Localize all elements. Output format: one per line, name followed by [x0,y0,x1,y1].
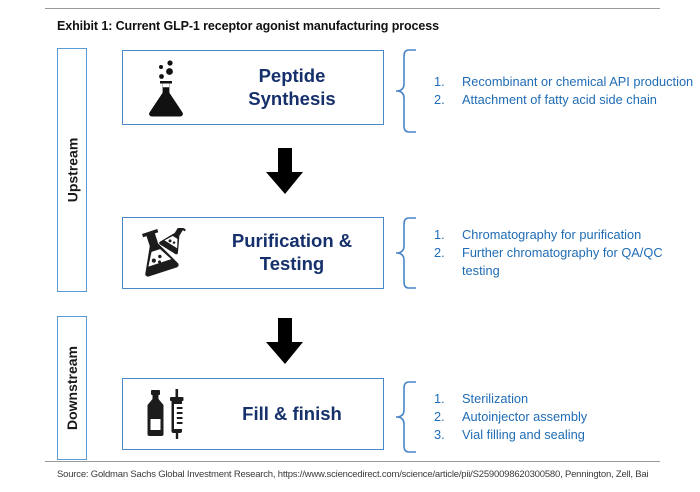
process-label-peptide-synthesis: Peptide Synthesis [209,65,383,110]
bullet-group-purification-testing: Chromatography for purification Further … [396,216,694,290]
list-item: Autoinjector assembly [434,408,588,425]
vial-syringe-icon [123,389,209,439]
process-label-fill-finish: Fill & finish [209,403,383,426]
curly-brace-icon [396,380,418,454]
bullet-group-peptide-synthesis: Recombinant or chemical API production A… [396,48,693,134]
list-item: Sterilization [434,390,529,407]
flask-bubbles-icon [123,59,209,117]
list-item: Recombinant or chemical API production [434,73,694,90]
stage-label-downstream: Downstream [57,316,87,460]
list-item: Vial filling and sealing [434,426,585,443]
process-label-line: Peptide [258,64,326,86]
stage-label-upstream-text: Upstream [64,137,80,203]
bullet-group-fill-finish: Sterilization Autoinjector assembly Vial… [396,380,587,454]
list-item: Further chromatography for QA/QC testing [434,244,663,278]
list-item: Attachment of fatty acid side chain [434,91,657,108]
process-box-peptide-synthesis[interactable]: Peptide Synthesis [122,50,384,125]
list-item: Chromatography for purification [434,226,642,243]
stage-label-downstream-text: Downstream [64,345,80,431]
process-box-fill-finish[interactable]: Fill & finish [122,378,384,450]
top-divider [45,8,660,9]
bottom-divider [45,461,660,462]
curly-brace-icon [396,216,418,290]
bullet-list: Recombinant or chemical API production A… [418,73,693,109]
process-label-purification-testing: Purification & Testing [209,230,383,275]
process-label-line: Testing [259,253,325,274]
arrow-down-2-icon [266,318,303,364]
two-flasks-icon [123,228,209,278]
process-label-line: Synthesis [248,87,336,109]
bullet-list: Chromatography for purification Further … [418,226,694,279]
source-note: Source: Goldman Sachs Global Investment … [57,469,649,480]
stage-label-upstream: Upstream [57,48,87,292]
process-label-line: Fill & finish [242,402,342,424]
process-label-line: Purification & [231,230,353,252]
arrow-down-1-icon [266,148,303,194]
bullet-list: Sterilization Autoinjector assembly Vial… [418,390,587,444]
process-box-purification-testing[interactable]: Purification & Testing [122,217,384,289]
curly-brace-icon [396,48,418,134]
page-title: Exhibit 1: Current GLP-1 receptor agonis… [57,19,439,33]
